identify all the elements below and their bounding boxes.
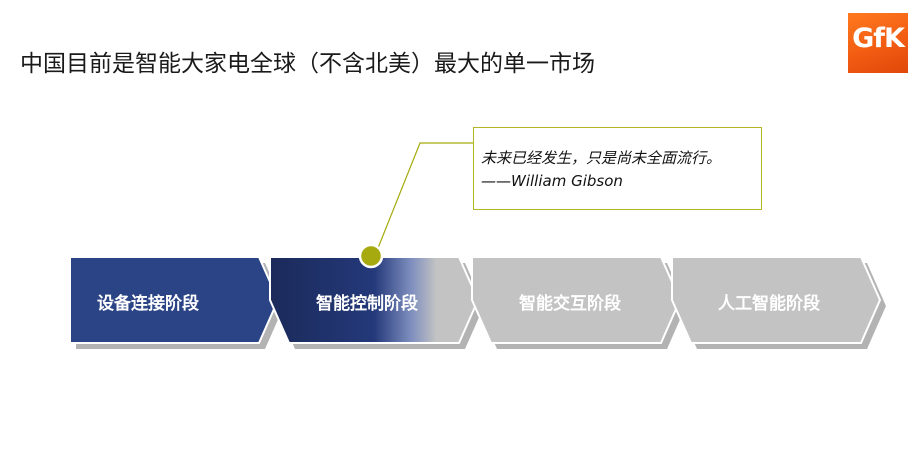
stage-2-chevron: [269, 256, 480, 344]
stage-1-label: 设备连接阶段: [97, 294, 199, 314]
stage-3-label: 智能交互阶段: [519, 294, 621, 314]
quote-text: 未来已经发生，只是尚未全面流行。: [481, 149, 722, 167]
quote-author: ——William Gibson: [481, 172, 623, 190]
callout-leader-line: [377, 142, 473, 249]
stage-3-chevron: [471, 256, 682, 344]
stage-4-chevron: [671, 256, 882, 344]
stage-2-label: 智能控制阶段: [316, 294, 418, 314]
stage-1-chevron: [69, 256, 280, 344]
current-stage-marker: [358, 243, 384, 269]
stage-4-label: 人工智能阶段: [718, 294, 820, 314]
slide-title: 中国目前是智能大家电全球（不含北美）最大的单一市场: [20, 51, 595, 77]
quote-callout: 未来已经发生，只是尚未全面流行。 ——William Gibson: [473, 127, 762, 210]
gfk-logo: GfK: [848, 13, 908, 73]
